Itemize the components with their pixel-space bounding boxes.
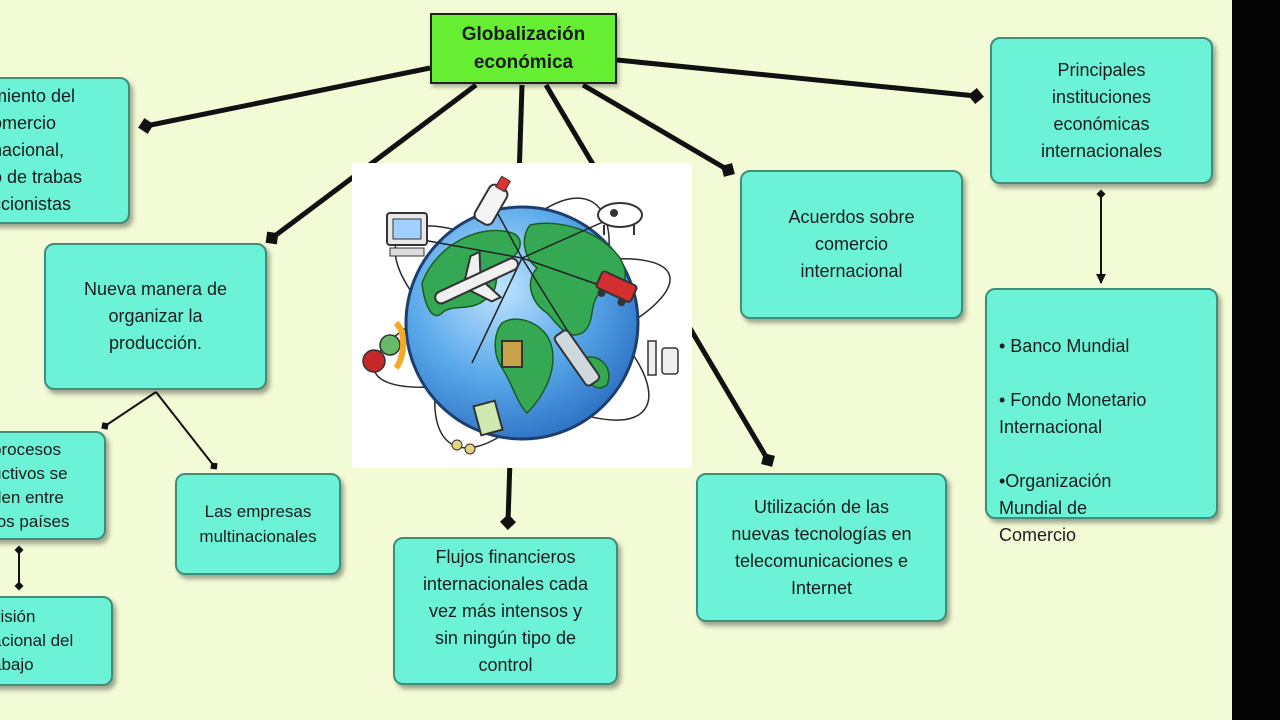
computer-icon [386, 212, 428, 257]
instituciones-list: • Banco Mundial • Fondo Monetario Intern… [999, 306, 1146, 576]
link-root-produccion [265, 83, 478, 245]
node-nueva-manera-produccion: Nueva manera de organizar la producción. [44, 243, 267, 390]
truck-icon [595, 270, 638, 307]
node-lista-instituciones: • Banco Mundial • Fondo Monetario Intern… [985, 288, 1218, 545]
fruit-icon [362, 320, 407, 373]
right-black-bar [1232, 0, 1280, 720]
list-item-fondo-monetario: • Fondo Monetario Internacional [999, 390, 1147, 437]
list-item-banco-mundial: • Banco Mundial [999, 336, 1130, 356]
globe-illustration [352, 163, 692, 468]
train-icon [553, 329, 601, 387]
list-item-omc: •Organización Mundial de Comercio [999, 471, 1112, 545]
link-produccion-multinacionales [155, 391, 218, 470]
airplane-icon [434, 250, 519, 305]
link-root-acuerdos [581, 82, 735, 177]
node-instituciones-internacionales: Principales instituciones económicas int… [990, 37, 1213, 184]
node-procesos-productivos: procesos uctivos se den entre tos países [0, 431, 106, 540]
syringe-icon [647, 340, 679, 376]
concept-map-canvas: Globalización económica miento del omerc… [0, 0, 1232, 720]
cow-icon [597, 202, 643, 235]
node-acuerdos-comercio: Acuerdos sobre comercio internacional [740, 170, 963, 319]
node-division-trabajo: visión acional del abajo [0, 596, 113, 686]
link-root-comercio [138, 65, 431, 134]
root-node-globalizacion: Globalización económica [430, 13, 617, 84]
node-empresas-multinacionales: Las empresas multinacionales [175, 473, 341, 575]
link-produccion-procesos [101, 391, 157, 430]
node-nuevas-tecnologias: Utilización de las nuevas tecnologías en… [696, 473, 947, 622]
bottle-icon [473, 175, 512, 226]
link-root-instituciones [616, 57, 984, 104]
node-comercio-internacional: miento del omercio nacional, o de trabas… [0, 77, 130, 224]
node-flujos-financieros: Flujos financieros internacionales cada … [393, 537, 618, 685]
money-icon [451, 340, 523, 455]
